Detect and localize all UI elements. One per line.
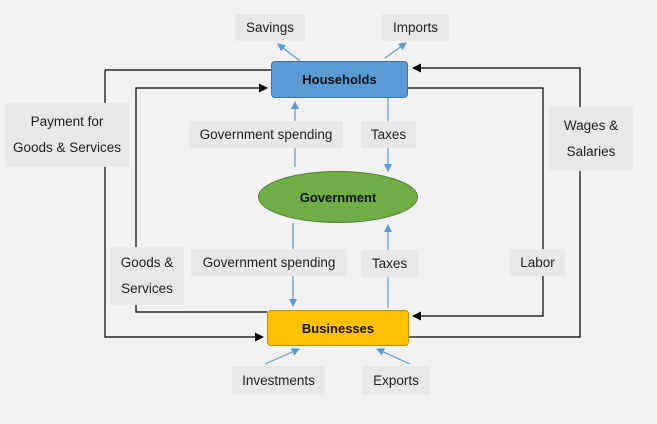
labor-loop-line	[408, 87, 544, 321]
imports-label: Imports	[382, 14, 449, 41]
wages-loop-line	[409, 63, 581, 338]
exports-label: Exports	[362, 366, 430, 395]
investments-arrow	[264, 348, 300, 365]
savings-label: Savings	[235, 14, 305, 41]
wages-line-1: Wages &	[563, 118, 619, 134]
businesses-node: Businesses	[267, 310, 409, 346]
exports-arrow	[376, 348, 411, 365]
taxes-bottom-label: Taxes	[361, 250, 418, 277]
goods-loop-line	[135, 83, 268, 313]
goods-line-2: Services	[121, 281, 173, 296]
imports-arrow	[384, 42, 407, 59]
taxes-top-label: Taxes	[361, 121, 416, 148]
investments-label: Investments	[232, 366, 325, 395]
government-spending-bottom-label: Government spending	[191, 249, 347, 276]
goods-line-1: Goods &	[120, 255, 174, 271]
payment-line-1: Payment for	[30, 114, 104, 130]
government-node: Government	[258, 171, 418, 223]
payment-line-2: Goods & Services	[12, 140, 122, 155]
wages-salaries-label: Wages & Salaries	[549, 107, 633, 171]
payment-for-goods-services-label: Payment for Goods & Services	[5, 103, 129, 167]
wages-line-2: Salaries	[566, 144, 616, 159]
savings-arrow	[277, 43, 301, 62]
households-node: Households	[271, 61, 408, 98]
goods-services-label: Goods & Services	[110, 247, 184, 305]
government-spending-top-label: Government spending	[189, 121, 343, 148]
labor-label: Labor	[510, 249, 565, 276]
